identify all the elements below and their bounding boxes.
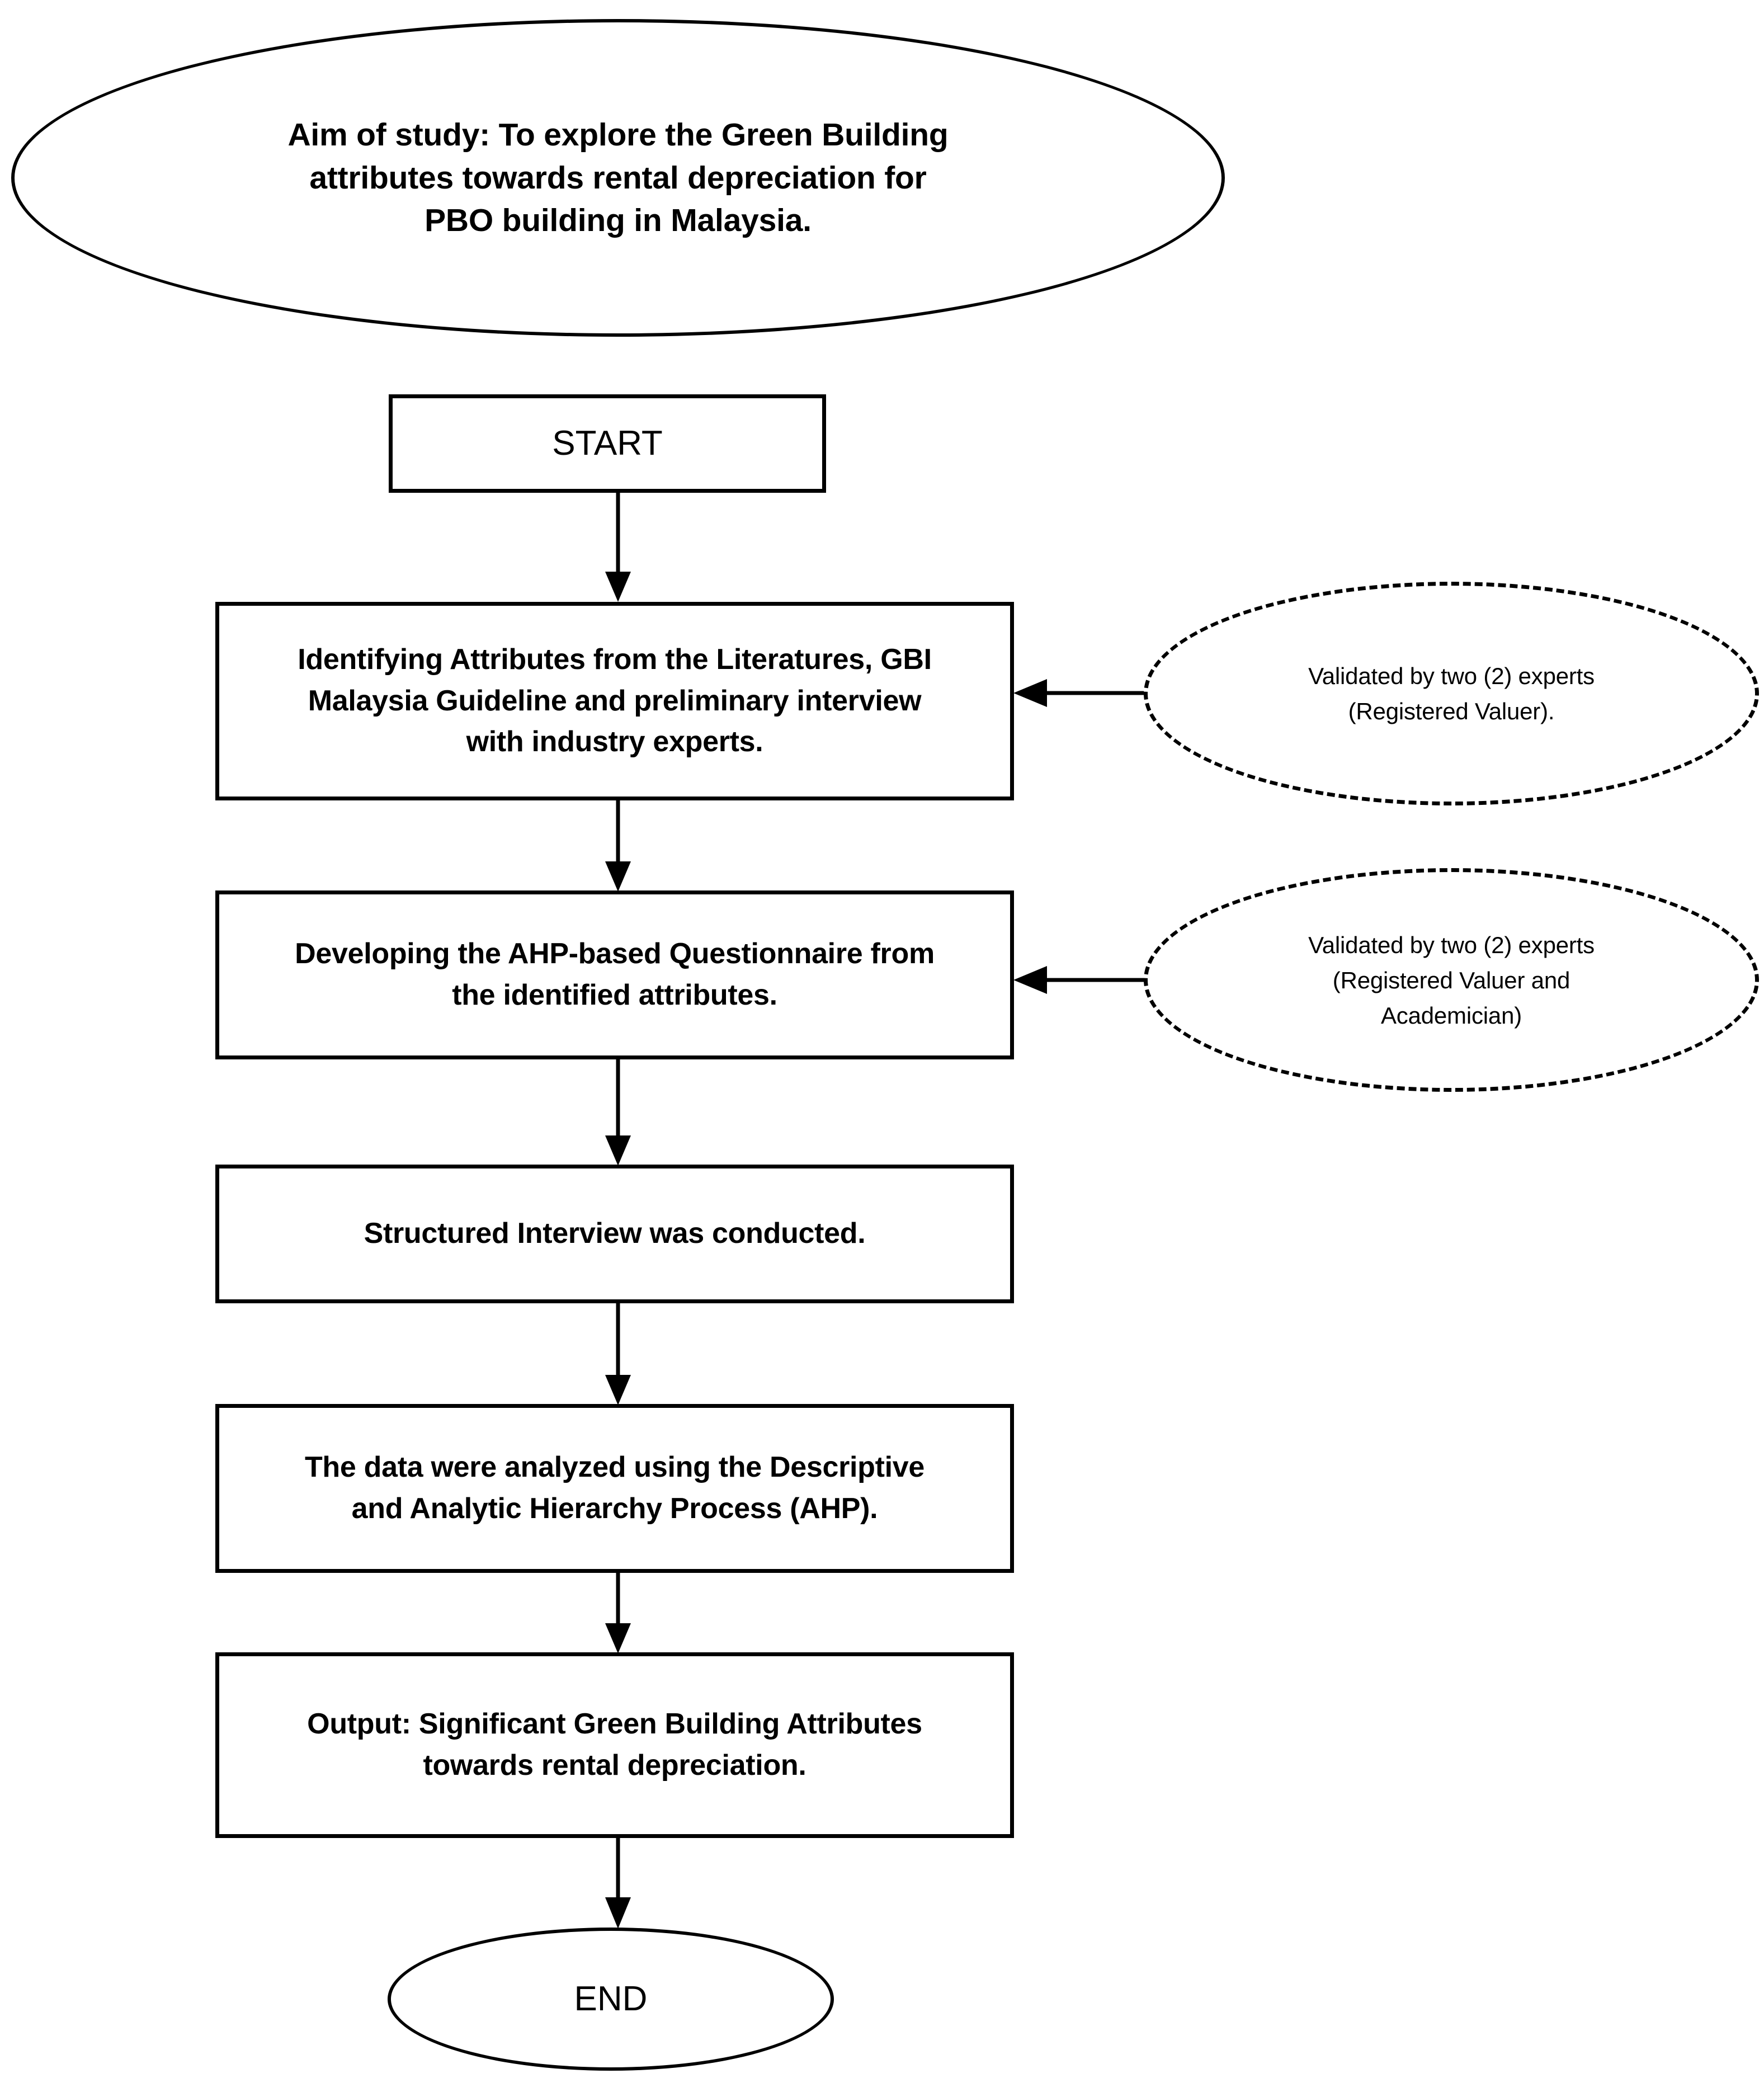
edge-step4-to-step5	[605, 1573, 631, 1653]
step-develop-questionnaire-text: Developing the AHP-based Questionnaire f…	[295, 937, 935, 1011]
end-node-label: END	[574, 1979, 648, 2018]
step-structured-interview: Structured Interview was conducted.	[215, 1165, 1014, 1303]
end-node: END	[388, 1928, 834, 2071]
note-validated-experts-1-text: Validated by two (2) experts (Registered…	[1308, 663, 1595, 724]
edge-step1-to-step2	[605, 800, 631, 892]
aim-of-study-text: Aim of study: To explore the Green Build…	[287, 117, 949, 239]
step-structured-interview-text: Structured Interview was conducted.	[364, 1217, 866, 1250]
step-identify-attributes: Identifying Attributes from the Literatu…	[215, 602, 1014, 800]
start-node: START	[389, 394, 826, 493]
step-data-analysis-text: The data were analyzed using the Descrip…	[304, 1451, 925, 1525]
edge-note2-to-step2	[1013, 966, 1145, 994]
note-validated-experts-2: Validated by two (2) experts (Registered…	[1144, 868, 1759, 1092]
aim-of-study-ellipse: Aim of study: To explore the Green Build…	[11, 19, 1225, 337]
edge-step3-to-step4	[605, 1303, 631, 1405]
edge-step5-to-end	[605, 1838, 631, 1929]
step-develop-questionnaire: Developing the AHP-based Questionnaire f…	[215, 890, 1014, 1059]
step-output-attributes-text: Output: Significant Green Building Attri…	[307, 1708, 922, 1782]
step-data-analysis: The data were analyzed using the Descrip…	[215, 1404, 1014, 1573]
edge-note1-to-step1	[1013, 679, 1145, 707]
edge-step2-to-step3	[605, 1058, 631, 1166]
note-validated-experts-1: Validated by two (2) experts (Registered…	[1144, 582, 1759, 805]
step-identify-attributes-text: Identifying Attributes from the Literatu…	[298, 643, 932, 758]
step-output-attributes: Output: Significant Green Building Attri…	[215, 1652, 1014, 1838]
edge-start-to-step1	[605, 492, 631, 602]
note-validated-experts-2-text: Validated by two (2) experts (Registered…	[1308, 931, 1595, 1029]
start-node-label: START	[552, 423, 663, 463]
